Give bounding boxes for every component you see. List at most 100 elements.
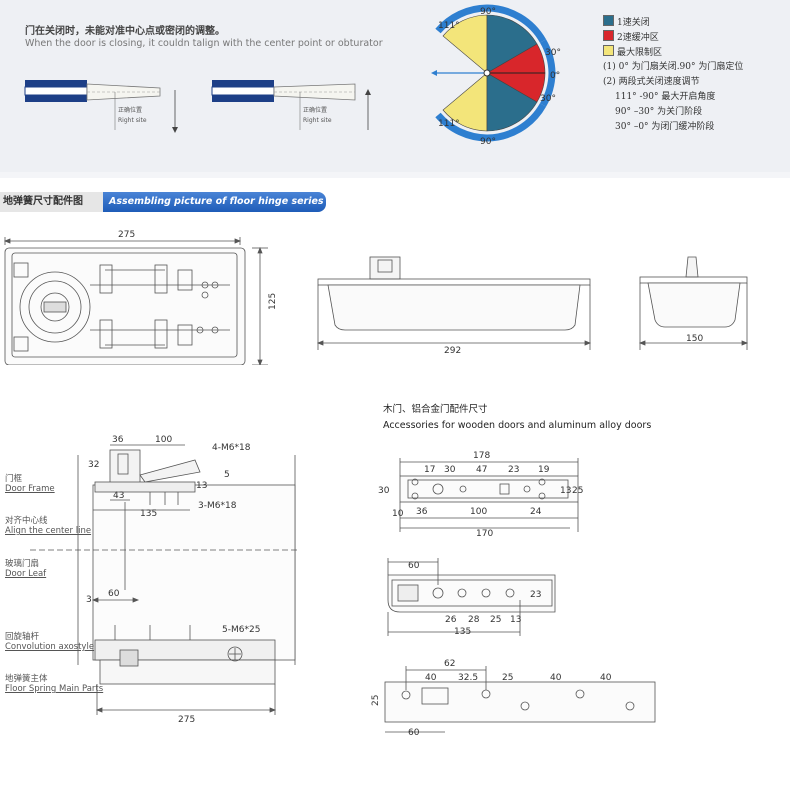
label-en: Door Leaf [5,569,47,579]
dim-p1-170: 170 [476,529,493,539]
angle-label-30-upper: 30° [545,48,561,58]
dim-inst-36: 36 [112,435,124,445]
dim-p2-25: 25 [490,615,501,625]
accessory-plates: 178 17 30 47 23 19 30 13 25 10 36 100 24… [371,451,656,738]
installation-lines [30,444,300,715]
dim-p1-10: 10 [392,509,404,519]
accessories-title-cn: 木门、铝合金门配件尺寸 [383,404,488,415]
plate-3 [384,666,656,733]
misaligned-door-right: 正确位置 Right site [211,80,371,130]
legend-note: 90° –30° 为关门阶段 [615,107,703,117]
legend-swatch [603,30,614,41]
dim-inst-5m6: 5-M6*25 [222,625,260,635]
dim-inst-32: 32 [88,460,99,470]
label-cn: 回旋轴杆 [5,632,40,642]
dim-inst-13: 13 [196,481,207,491]
misaligned-door-left: 正确位置 Right site [24,80,178,133]
dim-p3-40c: 40 [600,673,612,683]
dim-p3-25a: 25 [502,673,513,683]
dim-end-width: 150 [686,334,703,344]
label-en: Convolution axostyle [5,642,95,652]
side-view [316,256,592,350]
dim-p1-178: 178 [473,451,490,461]
dim-p1-24: 24 [530,507,542,517]
dim-p2-135: 135 [454,627,471,637]
label-cn: 门框 [5,474,23,484]
angle-label-90-bottom: 90° [480,137,496,147]
dim-p1-13: 13 [560,486,571,496]
dim-p3-25b: 25 [371,695,381,706]
accessories-title: 木门、铝合金门配件尺寸 Accessories for wooden doors… [383,402,651,434]
dim-p1-19: 19 [538,465,550,475]
dim-p2-13: 13 [510,615,521,625]
plate-1 [399,458,579,532]
dim-p2-26: 26 [445,615,457,625]
dim-inst-275: 275 [178,715,195,725]
angle-label-0: 0° [550,71,560,81]
dim-p3-62: 62 [444,659,455,669]
adjust-title-cn: 门在关闭时，未能对准中心点或密闭的调整。 [25,26,225,37]
plan-view [3,237,268,365]
end-view [638,256,749,350]
top-band [0,0,790,172]
door-alignment-diagrams: 正确位置 Right site 正确位置 Right site 90° 111° [24,4,561,147]
dim-p3-40b: 40 [550,673,562,683]
legend-item-buffer: 2速缓冲区 [603,30,743,45]
dim-p2-28: 28 [468,615,480,625]
dim-p1-36: 36 [416,507,428,517]
label-cn: 地弹簧主体 [5,674,48,684]
closing-angle-dial: 90° 111° 30° 0° 30° 111° 90° [431,4,561,147]
section-title-en: Assembling picture of floor hinge series [103,192,326,212]
accessories-title-en: Accessories for wooden doors and aluminu… [383,420,652,431]
dim-p1-30a: 30 [444,465,456,475]
legend-note: (1) 0° 为门扇关闭.90° 为门扇定位 [603,62,744,72]
legend-item-limit: 最大限制区 [603,45,743,60]
angle-label-111-top: 111° [438,21,460,31]
legend-note: (2) 两段式关闭速度调节 [603,77,700,87]
dim-inst-60: 60 [108,589,120,599]
right-site-cn-right: 正确位置 [303,106,327,114]
right-site-en-right: Right site [303,117,332,124]
legend-item-close: 1速关闭 [603,15,743,30]
adjust-title-en: When the door is closing, it couldn tali… [25,38,383,49]
section-header: 地弹簧尺寸配件图 Assembling picture of floor hin… [0,192,326,212]
dim-plan-width: 275 [118,230,135,240]
dim-p1-100: 100 [470,507,487,517]
legend-note: 30° –0° 为闭门缓冲阶段 [615,122,715,132]
dim-p3-60: 60 [408,728,420,738]
dim-p3-32-5: 32.5 [458,673,478,683]
dim-p2-23: 23 [530,590,541,600]
dim-p1-17: 17 [424,465,435,475]
right-site-en-left: Right site [118,117,147,124]
label-en: Align the center line [5,526,92,536]
legend-note: 111° -90° 最大开启角度 [615,92,716,102]
label-en: Door Frame [5,484,55,494]
installation-drawing: 36 100 4-M6*18 32 5 13 43 3-M6*18 135 3 … [30,435,300,725]
right-site-cn-left: 正确位置 [118,106,142,114]
top-band-divider [0,172,790,178]
legend-swatch [603,45,614,56]
dim-p1-30b: 30 [378,486,390,496]
floor-hinge-views: 275 125 292 150 [3,230,749,365]
dim-inst-43: 43 [113,491,124,501]
angle-label-111-bottom: 111° [438,119,460,129]
dim-p2-60: 60 [408,561,420,571]
dial-legend: 1速关闭 2速缓冲区 最大限制区 (1) 0° 为门扇关闭.90° 为门扇定位 … [603,15,743,135]
label-cn: 玻璃门扇 [5,559,40,569]
dim-p1-23: 23 [508,465,519,475]
dim-inst-4m6: 4-M6*18 [212,443,251,453]
angle-label-90-top: 90° [480,7,496,17]
label-cn: 对齐中心线 [5,516,48,526]
dim-inst-3: 3 [86,595,92,605]
dim-p1-47: 47 [476,465,487,475]
dim-inst-3m6: 3-M6*18 [198,501,237,511]
angle-label-30-lower: 30° [540,94,556,104]
dim-inst-135: 135 [140,509,157,519]
label-en: Floor Spring Main Parts [5,684,104,694]
section-title-cn: 地弹簧尺寸配件图 [0,192,103,212]
dim-inst-100: 100 [155,435,172,445]
